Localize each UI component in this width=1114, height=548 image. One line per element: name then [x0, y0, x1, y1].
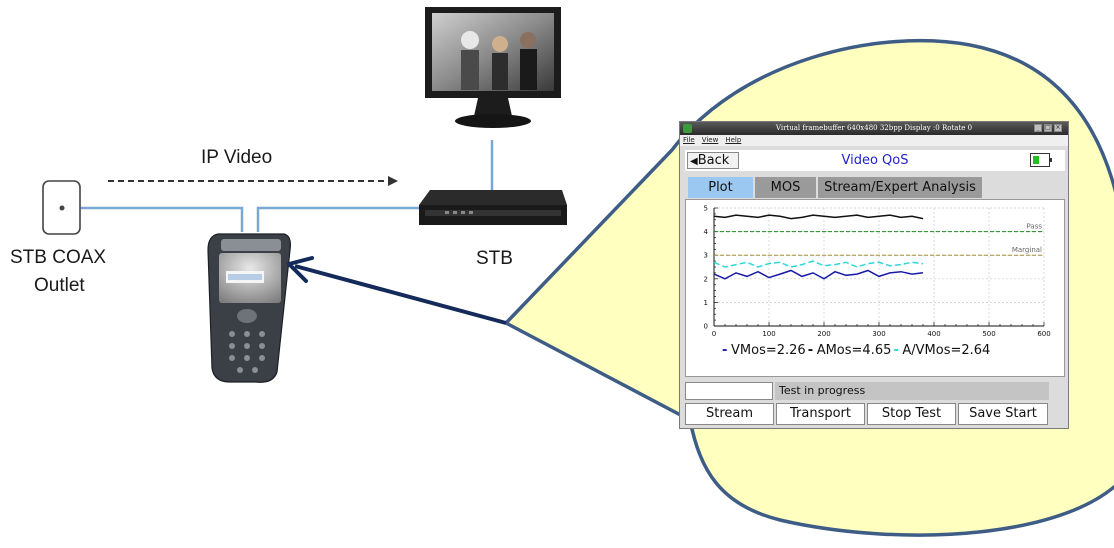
button-row: Stream Transport Stop Test Save Start — [685, 403, 1065, 425]
x-tick-label: 300 — [872, 330, 885, 338]
back-label: Back — [697, 153, 730, 168]
screen-title: Video QoS — [841, 153, 909, 168]
handheld-tester-icon — [207, 233, 291, 383]
window-title: Virtual framebuffer 640x480 32bpp Displa… — [775, 124, 973, 132]
legend-label-amos: AMos=4.65 — [817, 343, 892, 358]
stb-coax-label: STB COAX — [10, 247, 107, 268]
threshold-label-marginal: Marginal — [1012, 246, 1042, 254]
stb-label: STB — [476, 248, 513, 269]
ip-video-arrow — [108, 176, 398, 186]
threshold-label-pass: Pass — [1027, 223, 1043, 231]
legend-swatch-amos: - — [808, 343, 813, 358]
save-start-button[interactable]: Save Start — [958, 403, 1048, 425]
series-line-vmos — [713, 269, 924, 280]
menu-view[interactable]: View — [701, 136, 719, 144]
transport-button[interactable]: Transport — [776, 403, 865, 425]
stream-button[interactable]: Stream — [685, 403, 774, 425]
back-button[interactable]: ◀Back — [687, 152, 739, 169]
x-tick-label: 500 — [982, 330, 995, 338]
outlet-label: Outlet — [34, 275, 85, 296]
screen-header: Video QoS ◀Back — [685, 150, 1065, 171]
series-line-avmos — [713, 260, 924, 268]
tab-mos[interactable]: MOS — [755, 177, 816, 198]
battery-icon — [1030, 153, 1052, 167]
legend-swatch-vmos: - — [722, 343, 727, 358]
close-icon[interactable]: × — [1054, 124, 1062, 132]
coax-outlet-icon — [42, 180, 81, 235]
y-tick-label: 4 — [704, 228, 709, 236]
y-tick-label: 0 — [704, 323, 708, 331]
tab-stream-expert-analysis[interactable]: Stream/Expert Analysis — [818, 177, 982, 198]
x-tick-label: 600 — [1037, 330, 1050, 338]
y-tick-label: 3 — [704, 252, 708, 260]
y-tick-label: 1 — [704, 299, 708, 307]
x-tick-label: 200 — [817, 330, 830, 338]
cables — [62, 140, 494, 232]
x-tick-label: 400 — [927, 330, 940, 338]
menu-help[interactable]: Help — [725, 136, 742, 144]
window-title-bar: Virtual framebuffer 640x480 32bpp Displa… — [680, 122, 1068, 135]
app-logo-icon — [683, 124, 692, 133]
series-line-amos — [713, 214, 924, 220]
pointer-arrow — [287, 256, 507, 325]
x-tick-label: 0 — [712, 330, 716, 338]
back-arrow-icon: ◀ — [690, 156, 698, 167]
y-tick-label: 2 — [704, 275, 708, 283]
menu-bar: File View Help — [680, 135, 1068, 146]
status-field — [685, 382, 773, 400]
status-row: Test in progress — [685, 382, 1065, 400]
device-screen: Virtual framebuffer 640x480 32bpp Displa… — [679, 121, 1069, 429]
legend-swatch-avmos: - — [893, 343, 898, 358]
set-top-box-icon — [419, 190, 567, 225]
minimize-icon[interactable]: _ — [1034, 124, 1042, 132]
status-text: Test in progress — [775, 382, 1049, 400]
menu-file[interactable]: File — [683, 136, 695, 144]
tab-plot[interactable]: Plot — [688, 177, 753, 198]
stop-test-button[interactable]: Stop Test — [867, 403, 956, 425]
maximize-icon[interactable]: □ — [1044, 124, 1052, 132]
x-tick-label: 100 — [762, 330, 775, 338]
legend-label-vmos: VMos=2.26 — [731, 343, 806, 358]
ip-video-label: IP Video — [201, 147, 273, 168]
legend-label-avmos: A/VMos=2.64 — [902, 343, 990, 358]
monitor-icon — [425, 7, 561, 128]
y-tick-label: 5 — [704, 205, 708, 213]
